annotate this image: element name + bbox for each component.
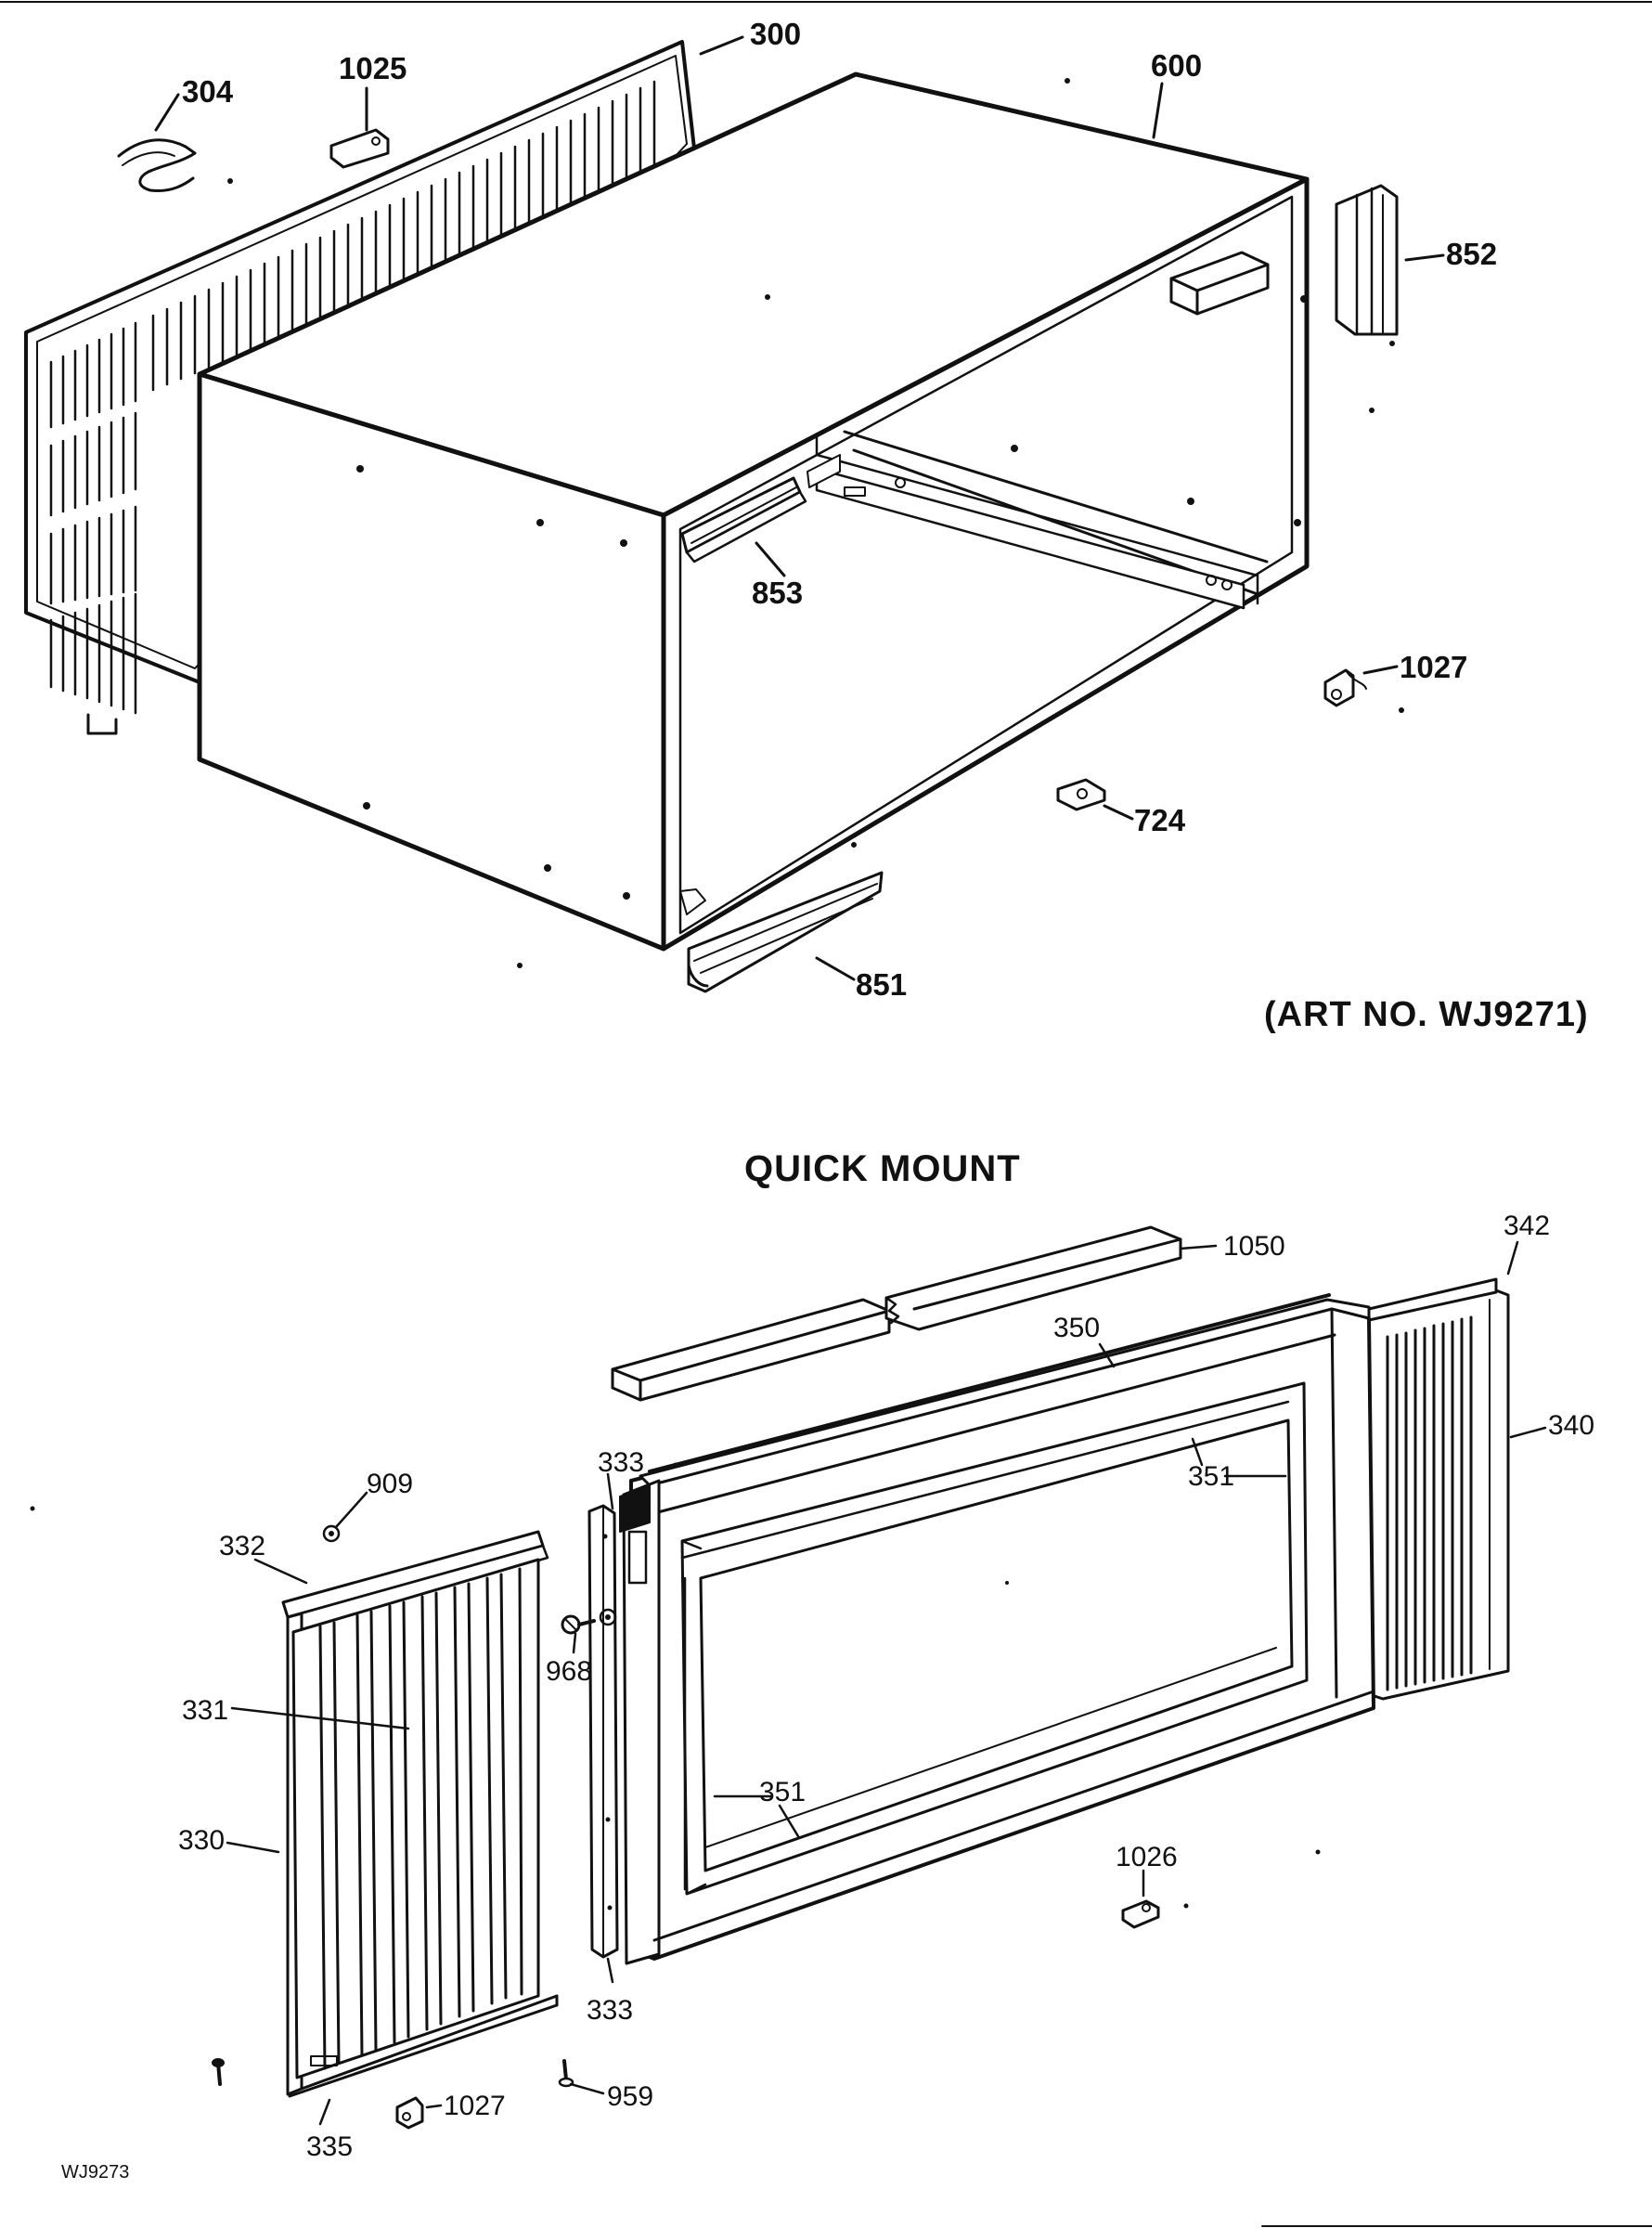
part-909-washer [322, 1524, 341, 1543]
label-959: 959 [607, 2081, 653, 2112]
part-333-side-strip [587, 1504, 619, 1959]
label-724: 724 [1134, 803, 1186, 837]
label-1027-top: 1027 [1400, 650, 1467, 684]
quick-mount-heading: QUICK MOUNT [744, 1148, 1021, 1189]
label-351-top: 351 [1188, 1461, 1234, 1492]
part-968-screw [561, 1614, 596, 1635]
label-351-bottom: 351 [759, 1777, 806, 1807]
label-330: 330 [178, 1825, 225, 1856]
label-332: 332 [219, 1531, 265, 1561]
art-number: (ART NO. WJ9271) [1264, 995, 1589, 1034]
leader-lines-upper [154, 35, 1445, 981]
part-853-side-rail [680, 454, 841, 563]
callouts-upper: 300 304 1025 600 852 853 1027 724 851 (A… [182, 17, 1589, 1034]
part-852-vertical-channel [1335, 184, 1399, 336]
part-1050-foam-seal [611, 1225, 1182, 1402]
part-851-bottom-rail [687, 871, 884, 993]
label-331: 331 [182, 1695, 228, 1726]
stray-dots-lower [30, 1462, 1321, 1909]
part-959-screw [558, 2059, 574, 2088]
label-909: 909 [367, 1469, 413, 1499]
loose-screw-icon [212, 2058, 225, 2086]
label-342: 342 [1504, 1211, 1550, 1241]
part-600-cabinet-case [197, 71, 1404, 968]
label-852: 852 [1446, 237, 1497, 271]
label-350: 350 [1053, 1313, 1100, 1343]
label-304: 304 [182, 74, 234, 109]
label-968: 968 [546, 1656, 592, 1687]
part-330-side-curtain [281, 1530, 559, 2098]
callouts-lower: 1050 342 350 340 333 351 909 332 968 331… [61, 1211, 1594, 2183]
part-1025-bracket [329, 128, 390, 169]
leader-lines-lower [226, 1240, 1547, 2126]
label-1025: 1025 [339, 51, 407, 85]
part-1027-clip-bottom [395, 2096, 424, 2130]
part-1026-bracket [1121, 1899, 1160, 1929]
label-333-bottom: 333 [587, 1995, 633, 2026]
label-300: 300 [750, 17, 801, 51]
label-1050: 1050 [1223, 1231, 1285, 1262]
label-1027-bottom: 1027 [444, 2091, 506, 2121]
part-350-window-frame [619, 1293, 1375, 1965]
part-724-nut-clip [1056, 778, 1106, 811]
part-304-spring-clip [117, 138, 197, 193]
label-1026: 1026 [1116, 1842, 1178, 1872]
label-851: 851 [856, 967, 907, 1002]
label-340: 340 [1548, 1410, 1594, 1441]
label-853: 853 [752, 576, 803, 610]
part-340-extension-panel [1367, 1277, 1510, 1701]
part-1027-clip-top [1323, 668, 1367, 707]
label-333-top: 333 [598, 1447, 644, 1478]
label-600: 600 [1151, 48, 1202, 83]
label-335: 335 [306, 2131, 353, 2162]
drawing-code: WJ9273 [61, 2162, 129, 2183]
